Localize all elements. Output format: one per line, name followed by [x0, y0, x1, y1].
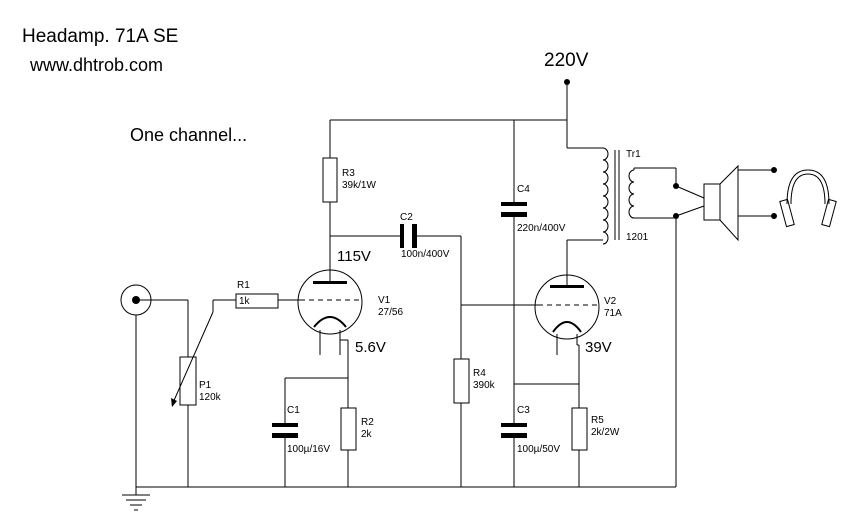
v2-ref: V2 [604, 296, 617, 307]
channel-note: One channel... [130, 125, 248, 145]
website-url: www.dhtrob.com [30, 55, 164, 75]
c1-ref: C1 [287, 405, 300, 416]
resistor-r4 [453, 358, 470, 487]
transformer-tr1 [567, 147, 676, 245]
headphone-output [673, 167, 777, 487]
r4-ref: R4 [473, 368, 486, 379]
ground-symbol [122, 494, 150, 511]
v1-value: 27/56 [378, 307, 403, 318]
v1-filament-voltage: 5.6V [355, 339, 386, 356]
headphones-icon [779, 169, 837, 228]
c1-value: 100µ/16V [287, 444, 330, 455]
r5-ref: R5 [591, 415, 604, 426]
resistor-r1 [235, 293, 304, 309]
mains-feed [564, 79, 603, 149]
v2-value: 71A [604, 308, 622, 319]
tube-v1 [297, 236, 363, 408]
v1-anode-voltage: 115V [337, 248, 371, 265]
r3-ref: R3 [342, 168, 355, 179]
c3-value: 100µ/50V [517, 444, 560, 455]
potentiometer-p1 [171, 299, 236, 487]
r2-value: 2k [361, 429, 373, 440]
p1-value: 120k [199, 392, 222, 403]
tr1-ref: Tr1 [626, 149, 641, 160]
capacitor-c4 [501, 120, 527, 423]
r5-value: 2k/2W [591, 427, 620, 438]
input-jack [120, 284, 188, 495]
capacitor-c3 [501, 383, 579, 487]
speaker-icon [703, 164, 739, 242]
r1-value: 1k [239, 296, 251, 307]
c2-ref: C2 [400, 212, 413, 223]
r2-ref: R2 [361, 417, 374, 428]
p1-ref: P1 [199, 380, 212, 391]
capacitor-c2 [330, 224, 462, 359]
c4-value: 220n/400V [517, 223, 566, 234]
c3-ref: C3 [517, 405, 530, 416]
c2-value: 100n/400V [401, 249, 450, 260]
resistor-r2 [340, 407, 357, 487]
tr1-value: 1201 [626, 232, 649, 243]
r4-value: 390k [473, 380, 496, 391]
c4-ref: C4 [517, 184, 530, 195]
r1-ref: R1 [237, 280, 250, 291]
resistor-r5 [571, 407, 588, 487]
schematic-title: Headamp. 71A SE [22, 26, 179, 47]
r3-value: 39k/1W [342, 180, 376, 191]
v2-cathode-voltage: 39V [585, 339, 612, 356]
tube-v2 [534, 240, 600, 408]
v1-ref: V1 [378, 295, 391, 306]
mains-voltage: 220V [544, 50, 589, 71]
resistor-r3 [322, 120, 338, 236]
capacitor-c1 [272, 377, 348, 487]
